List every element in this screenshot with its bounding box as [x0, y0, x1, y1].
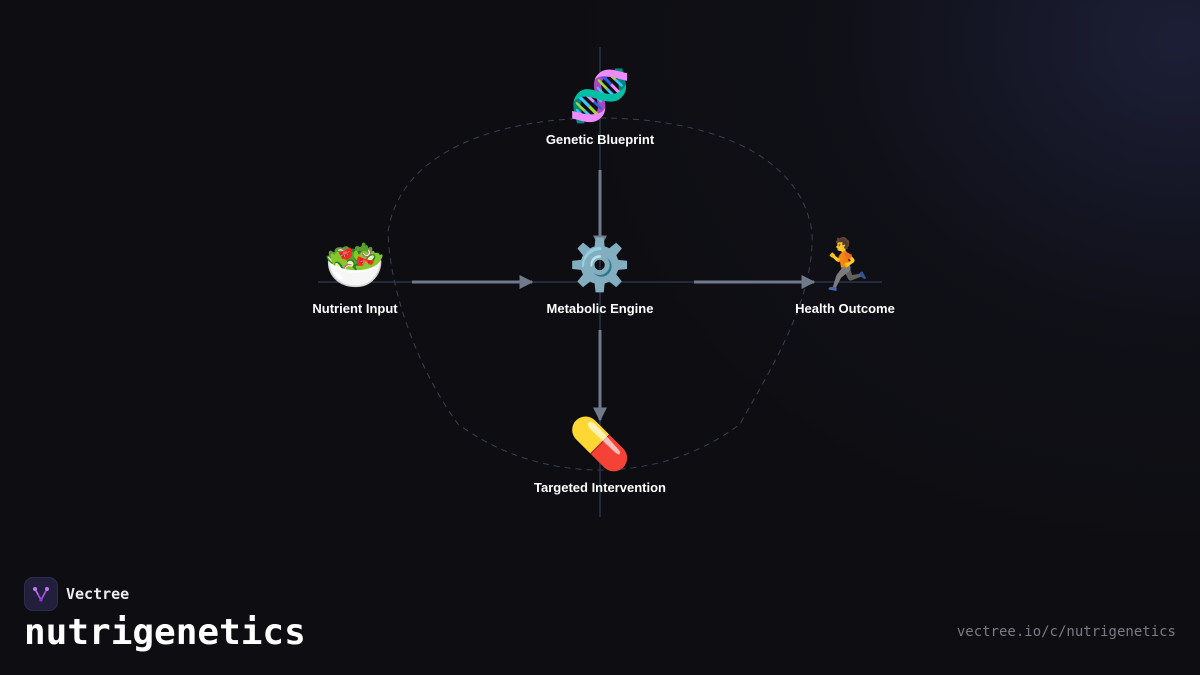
node-targeted-intervention: 💊 Targeted Intervention	[500, 414, 700, 495]
node-label: Targeted Intervention	[534, 480, 666, 495]
node-genetic-blueprint: 🧬 Genetic Blueprint	[500, 66, 700, 147]
brand-name: Vectree	[66, 585, 130, 603]
vectree-logo-icon	[24, 577, 58, 611]
node-nutrient-input: 🥗 Nutrient Input	[255, 235, 455, 316]
node-label: Metabolic Engine	[546, 301, 654, 316]
pill-icon: 💊	[568, 415, 632, 473]
dna-icon: 🧬	[568, 67, 632, 125]
node-label: Health Outcome	[795, 301, 895, 316]
page-title: nutrigenetics	[24, 612, 306, 653]
runner-icon: 🏃	[813, 236, 877, 294]
node-label: Nutrient Input	[312, 301, 398, 316]
node-label: Genetic Blueprint	[545, 132, 655, 147]
node-health-outcome: 🏃 Health Outcome	[745, 235, 945, 316]
brand[interactable]: Vectree	[24, 577, 129, 611]
salad-bowl-icon: 🥗	[323, 236, 387, 294]
page-url-link[interactable]: vectree.io/c/nutrigenetics	[956, 624, 1176, 640]
gear-icon: ⚙️	[568, 236, 632, 294]
node-metabolic-engine: ⚙️ Metabolic Engine	[500, 235, 700, 316]
